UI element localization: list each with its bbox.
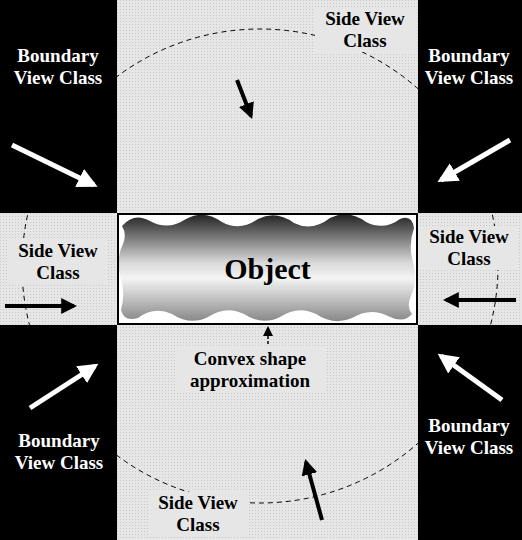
region-label: Boundary View Class — [418, 415, 520, 459]
view-arrow — [30, 366, 95, 408]
object-label: Object — [224, 252, 311, 286]
region-label: Boundary View Class — [3, 430, 115, 474]
view-arrow — [237, 80, 251, 116]
view-arrow — [12, 145, 94, 185]
boundary-region — [418, 0, 522, 213]
boundary-region — [0, 325, 117, 540]
view-arrow — [441, 356, 502, 400]
region-label: Side View Class — [148, 492, 248, 536]
region-label: Boundary View Class — [2, 45, 114, 89]
region-label: Side View Class — [8, 240, 108, 284]
object-cloud — [119, 214, 416, 321]
view-arrow — [446, 298, 516, 302]
region-label: Side View Class — [315, 8, 415, 52]
convex-label: Convex shape approximation — [175, 348, 325, 392]
boundary-region — [418, 325, 522, 540]
region-label: Boundary View Class — [418, 45, 520, 89]
view-arrow — [5, 304, 74, 308]
view-arrow — [306, 462, 322, 520]
object-ground — [117, 213, 418, 325]
region-label: Side View Class — [419, 226, 519, 270]
view-arrow — [441, 140, 510, 180]
leader-arrow — [267, 328, 269, 344]
boundary-region — [0, 0, 117, 213]
object-box: Object — [117, 213, 418, 325]
